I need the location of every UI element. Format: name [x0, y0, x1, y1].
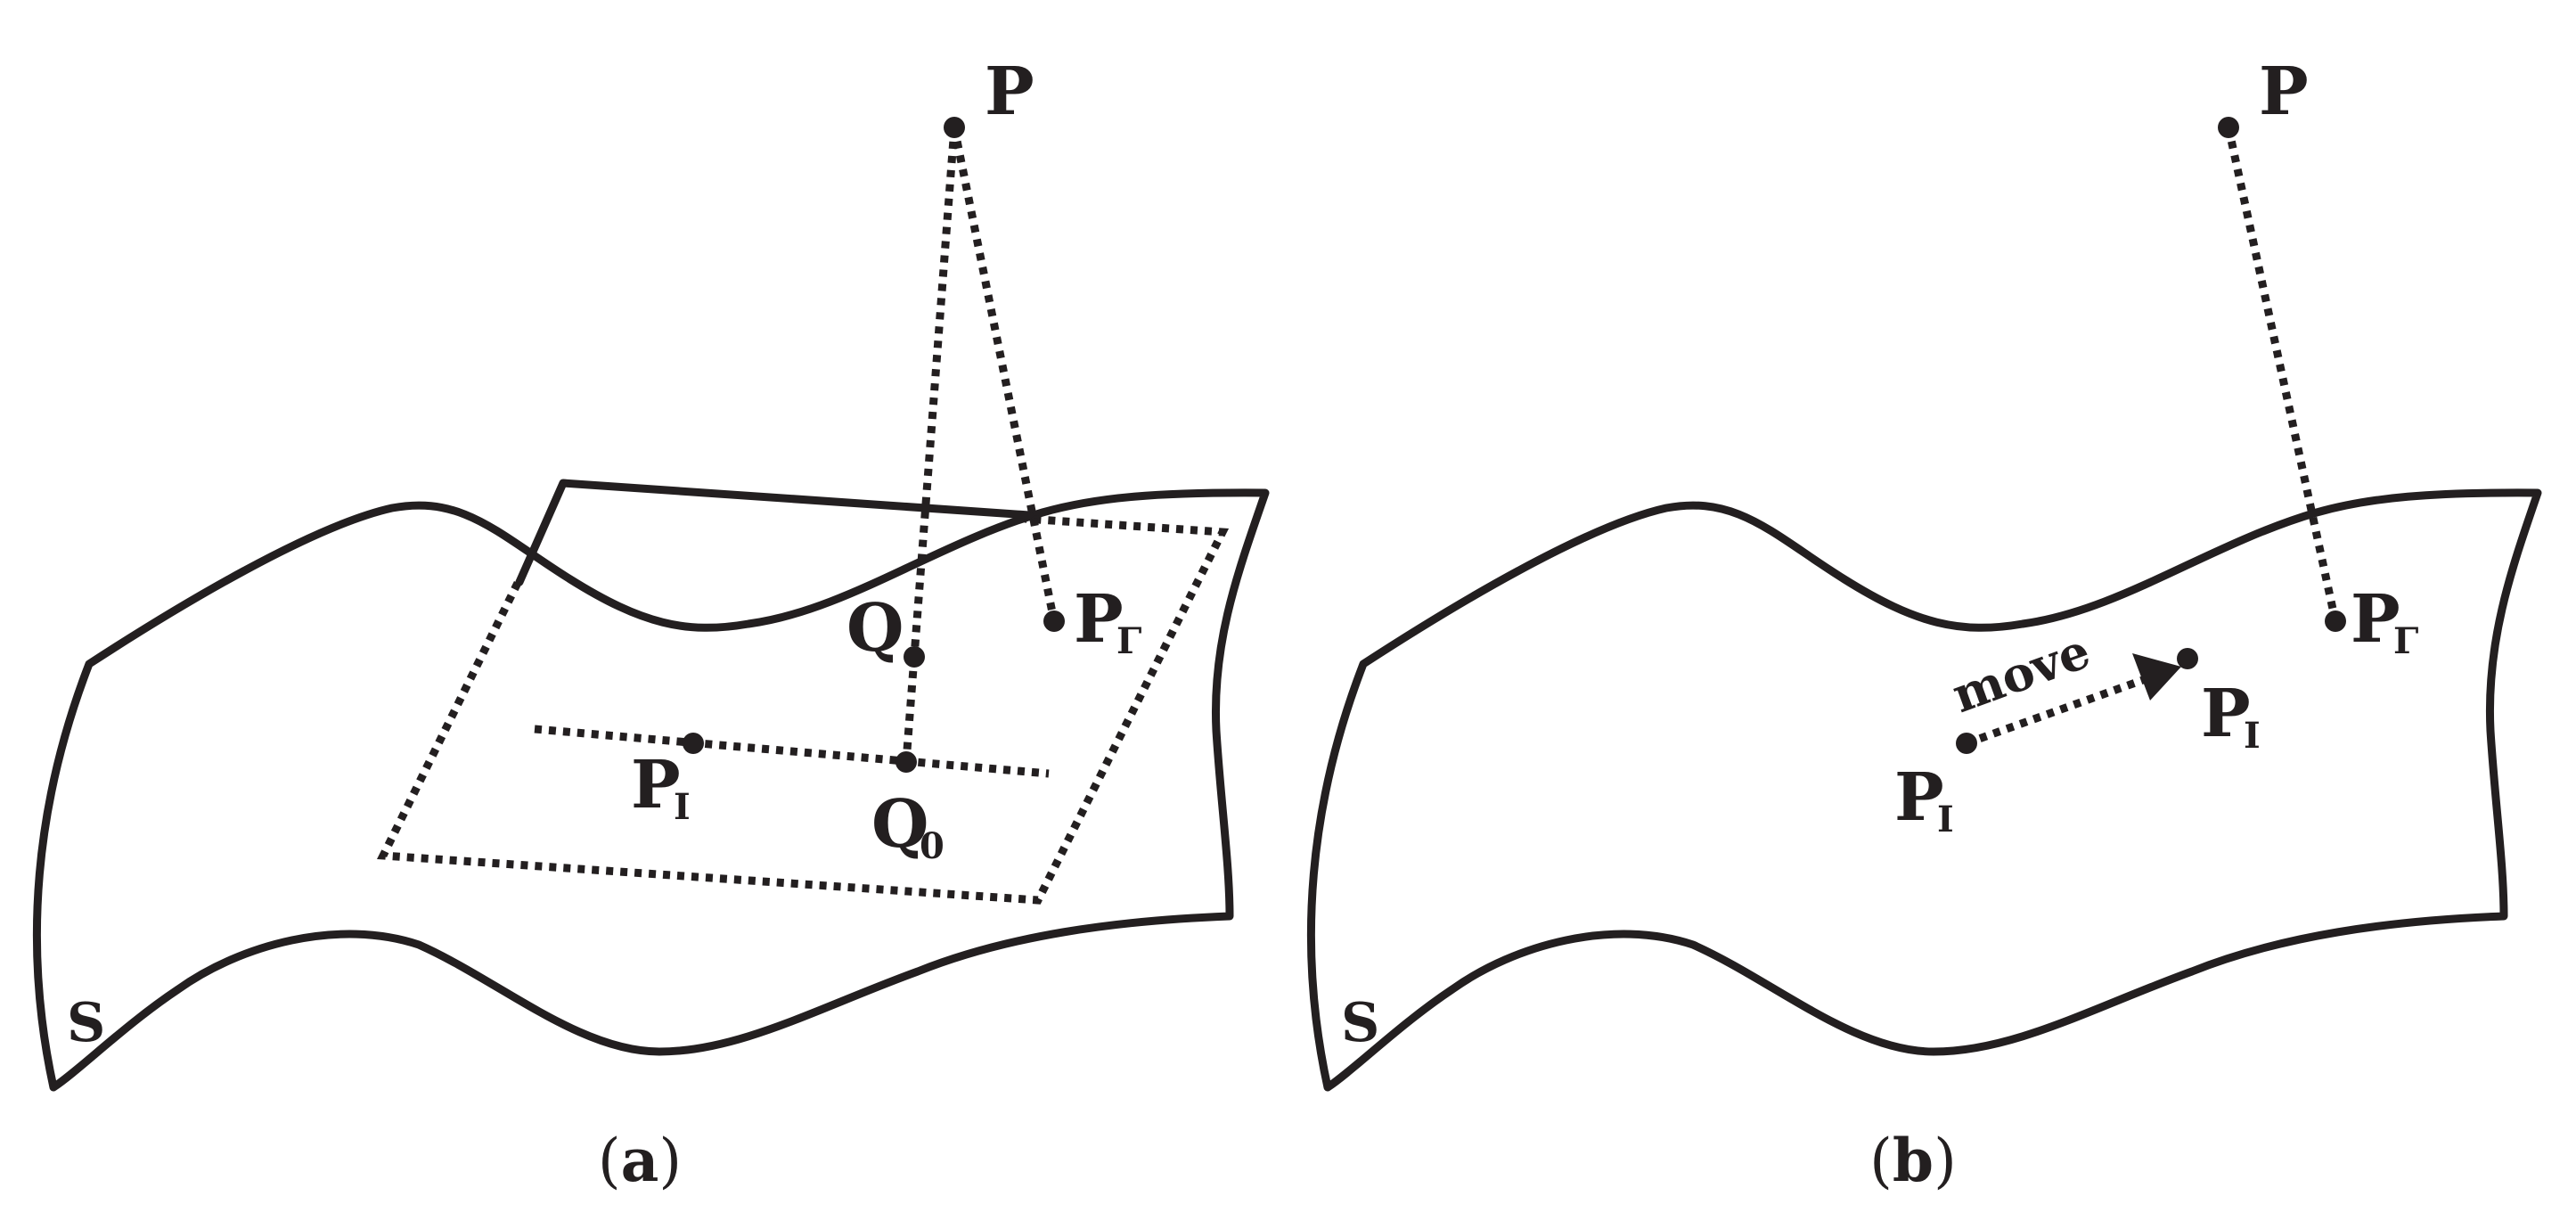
- panel-b: P P Γ P I P I move S (b): [1306, 53, 2542, 1195]
- label-pi-start-sub: I: [1937, 799, 1954, 840]
- caption-a-letter: a: [621, 1126, 659, 1195]
- line-through-pi-q0: [534, 725, 1050, 778]
- line-p-to-pgamma-b: [2224, 127, 2340, 622]
- caption-a-close: ): [658, 1127, 682, 1195]
- point-pi-end: [2177, 648, 2198, 669]
- label-q: Q: [846, 590, 904, 667]
- label-pi: P: [631, 747, 681, 824]
- line-p-to-q: [910, 127, 959, 658]
- caption-b-letter: b: [1893, 1126, 1934, 1195]
- surface-s-outline: [32, 488, 1270, 1092]
- line-p-to-pgamma: [950, 127, 1059, 622]
- label-pgamma-sub: Γ: [1116, 620, 1141, 662]
- label-q0-sub: 0: [920, 825, 945, 867]
- panel-a: P P Γ Q Q 0 P I S (a): [32, 53, 1270, 1195]
- point-q0: [895, 751, 917, 773]
- point-pi: [683, 733, 704, 754]
- caption-a: (a): [598, 1126, 682, 1195]
- point-p: [944, 117, 965, 138]
- label-move: move: [1945, 622, 2098, 724]
- point-pgamma-b: [2325, 610, 2346, 632]
- caption-b: (b): [1869, 1126, 1957, 1195]
- surface-s-outline-b: [1306, 488, 2542, 1092]
- label-pgamma: P: [1074, 581, 1124, 658]
- label-pi-end: P: [2201, 676, 2251, 752]
- move-arrow-head: [2132, 653, 2181, 701]
- caption-a-open: (: [598, 1127, 621, 1195]
- label-q0: Q: [871, 786, 928, 863]
- line-q-to-q0: [902, 656, 919, 763]
- label-s-b: S: [1341, 992, 1379, 1054]
- tangent-plane-dotted-edges: [376, 514, 1230, 905]
- point-q: [904, 646, 925, 668]
- caption-b-open: (: [1869, 1127, 1893, 1195]
- point-pgamma: [1043, 610, 1065, 632]
- caption-b-close: ): [1934, 1127, 1957, 1195]
- point-p-b: [2218, 117, 2239, 138]
- point-pi-start: [1956, 733, 1977, 754]
- label-pi-end-sub: I: [2244, 715, 2261, 757]
- label-pgamma-b: P: [2351, 581, 2400, 658]
- label-pi-sub: I: [674, 786, 691, 828]
- label-pi-start: P: [1894, 759, 1944, 836]
- label-s: S: [67, 992, 105, 1054]
- move-arrow-shaft: [1965, 676, 2145, 748]
- tangent-plane-solid-edges: [515, 479, 1034, 586]
- label-p: P: [985, 53, 1034, 130]
- label-p-b: P: [2259, 53, 2309, 130]
- label-pgamma-b-sub: Γ: [2393, 620, 2418, 662]
